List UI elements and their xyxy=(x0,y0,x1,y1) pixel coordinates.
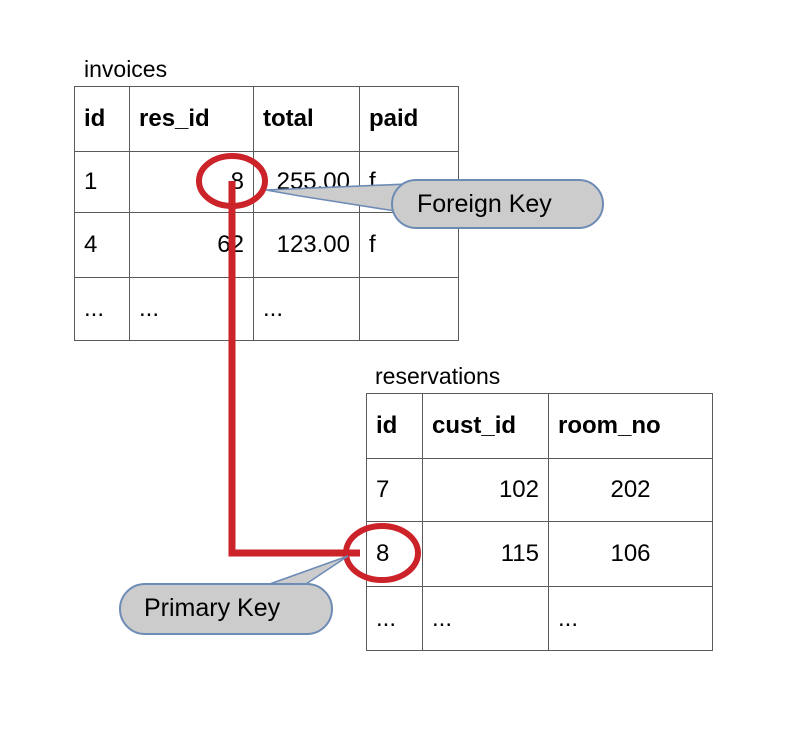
column-header-id: id xyxy=(366,393,423,459)
cell-room-no: 202 xyxy=(548,458,713,522)
column-header-res-id: res_id xyxy=(129,86,254,152)
table-row-ellipsis: ... ... ... xyxy=(366,586,713,651)
cell-id: ... xyxy=(74,277,130,341)
cell-res-id: ... xyxy=(129,277,254,341)
cell-paid xyxy=(359,277,459,341)
column-header-id: id xyxy=(74,86,130,152)
table-header-row: id cust_id room_no xyxy=(366,393,713,459)
table-header-row: id res_id total paid xyxy=(74,86,459,152)
cell-id: 1 xyxy=(74,151,130,213)
cell-room-no: ... xyxy=(548,586,713,651)
cell-total: 255.00 xyxy=(253,151,360,213)
table-row: 7 102 202 xyxy=(366,458,713,522)
column-header-cust-id: cust_id xyxy=(422,393,549,459)
primary-key-callout-label: Primary Key xyxy=(144,594,281,622)
cell-id: ... xyxy=(366,586,423,651)
invoices-table-title: invoices xyxy=(84,56,168,82)
table-row-ellipsis: ... ... ... xyxy=(74,277,459,341)
table-row: 4 62 123.00 f xyxy=(74,212,459,278)
cell-id: 8 xyxy=(366,521,423,587)
cell-total: 123.00 xyxy=(253,212,360,278)
cell-cust-id: ... xyxy=(422,586,549,651)
column-header-room-no: room_no xyxy=(548,393,713,459)
cell-res-id: 62 xyxy=(129,212,254,278)
invoices-table: id res_id total paid 1 8 255.00 f 4 62 1… xyxy=(74,86,459,341)
column-header-total: total xyxy=(253,86,360,152)
cell-paid: f xyxy=(359,212,459,278)
reservations-table-title: reservations xyxy=(375,363,501,389)
table-row: 8 115 106 xyxy=(366,521,713,587)
cell-id: 4 xyxy=(74,212,130,278)
cell-cust-id: 115 xyxy=(422,521,549,587)
column-header-paid: paid xyxy=(359,86,459,152)
reservations-table: id cust_id room_no 7 102 202 8 115 106 .… xyxy=(366,393,713,651)
cell-total: ... xyxy=(253,277,360,341)
cell-res-id: 8 xyxy=(129,151,254,213)
cell-cust-id: 102 xyxy=(422,458,549,522)
cell-room-no: 106 xyxy=(548,521,713,587)
table-row: 1 8 255.00 f xyxy=(74,151,459,213)
foreign-key-callout-label: Foreign Key xyxy=(417,190,552,218)
cell-id: 7 xyxy=(366,458,423,522)
